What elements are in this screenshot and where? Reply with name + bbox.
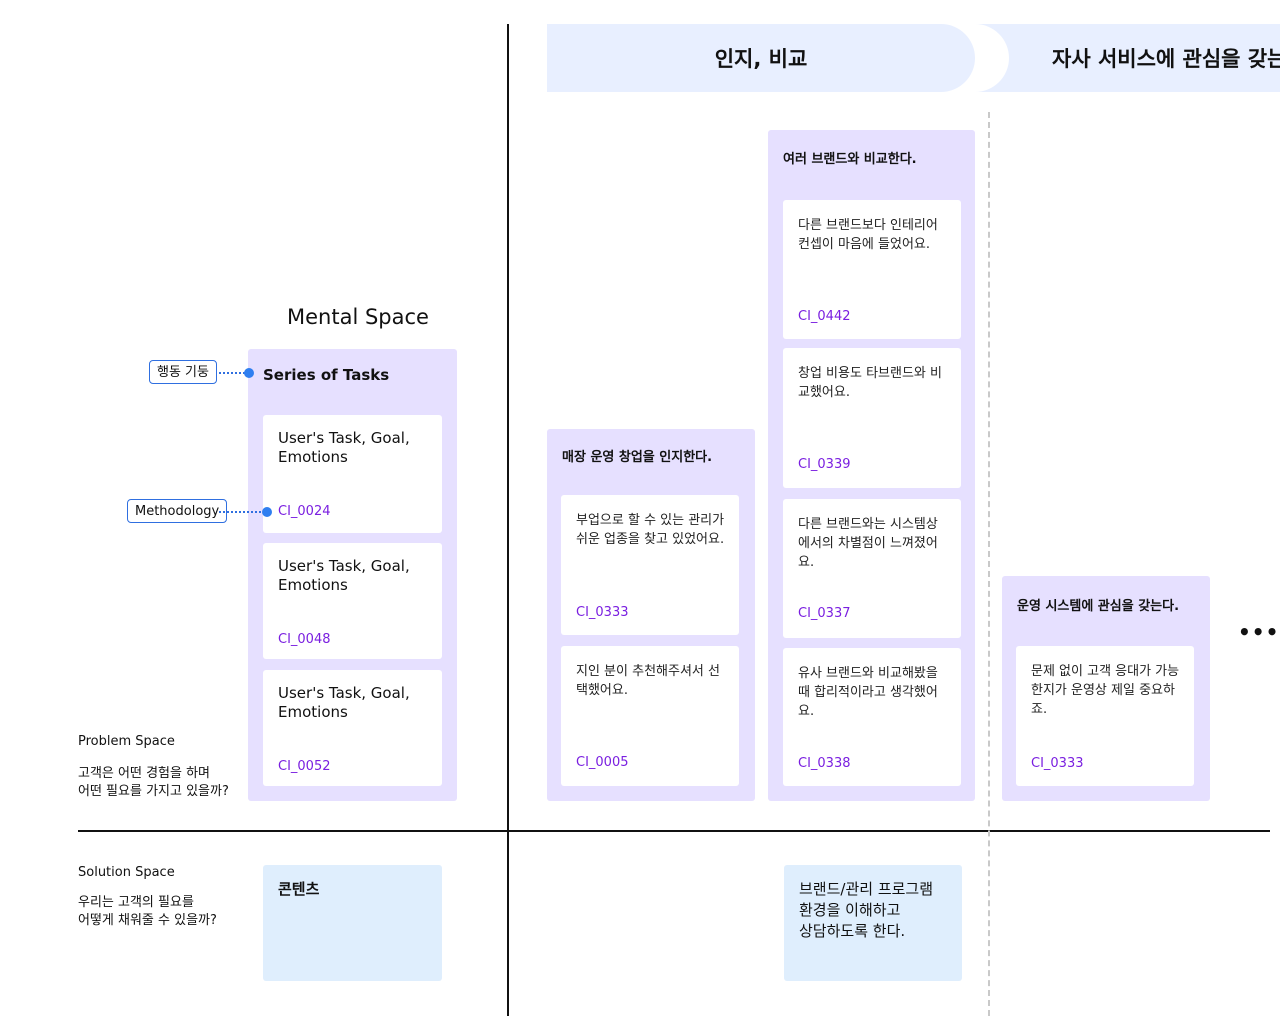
stage-notch — [975, 24, 1009, 92]
card-text: 문제 없이 고객 응대가 가능한지가 운영상 제일 중요하죠. — [1031, 664, 1180, 717]
problem-space-line: 어떤 필요를 가지고 있을까? — [78, 784, 229, 799]
card-text: 부업으로 할 수 있는 관리가 쉬운 업종을 찾고 있었어요. — [576, 513, 725, 547]
solution-space-line: 어떻게 채워줄 수 있을까? — [78, 913, 217, 928]
task-column: 운영 시스템에 관심을 갖는다. 문제 없이 고객 응대가 가능한지가 운영상 … — [1002, 576, 1210, 801]
task-column: 여러 브랜드와 비교한다. 다른 브랜드보다 인테리어 컨셉이 마음에 들었어요… — [768, 130, 975, 801]
card-text: 지인 분이 추천해주셔서 선택했어요. — [576, 664, 720, 698]
vertical-divider — [507, 24, 509, 1016]
solution-line: 상담하도록 한다. — [799, 922, 906, 940]
insight-card[interactable]: 문제 없이 고객 응대가 가능한지가 운영상 제일 중요하죠. CI_0333 — [1016, 646, 1194, 786]
card-text: 다른 브랜드보다 인테리어 컨셉이 마음에 들었어요. — [798, 218, 938, 252]
connector-dot — [244, 368, 254, 378]
tag-connector — [219, 372, 249, 374]
solution-text: 콘텐츠 — [278, 880, 320, 898]
card-id: CI_0338 — [798, 756, 851, 771]
card-id: CI_0337 — [798, 606, 851, 621]
problem-space-desc: 고객은 어떤 경험을 하며 어떤 필요를 가지고 있을까? — [78, 765, 229, 801]
mental-space-column: Series of Tasks User's Task, Goal, Emoti… — [248, 349, 457, 801]
insight-card[interactable]: 다른 브랜드보다 인테리어 컨셉이 마음에 들었어요. CI_0442 — [783, 200, 961, 339]
stage-dashed-divider — [988, 112, 990, 1016]
stage-label: 인지, 비교 — [714, 47, 808, 71]
series-of-tasks-header: Series of Tasks — [263, 366, 390, 384]
problem-space-title: Problem Space — [78, 734, 175, 749]
card-text: 다른 브랜드와는 시스템상에서의 차별점이 느껴졌어요. — [798, 517, 938, 570]
mental-space-title: Mental Space — [287, 305, 429, 329]
tag-connector — [219, 511, 265, 513]
task-card[interactable]: User's Task, Goal, Emotions CI_0048 — [263, 543, 442, 659]
stage-label: 자사 서비스에 관심을 갖는다 — [1052, 47, 1280, 71]
solution-space-desc: 우리는 고객의 필요를 어떻게 채워줄 수 있을까? — [78, 894, 217, 930]
task-card[interactable]: User's Task, Goal, Emotions CI_0024 — [263, 415, 442, 533]
column-title: 운영 시스템에 관심을 갖는다. — [1017, 599, 1180, 614]
solution-card[interactable]: 콘텐츠 — [263, 865, 442, 981]
more-icon[interactable]: ••• — [1238, 620, 1280, 644]
insight-card[interactable]: 부업으로 할 수 있는 관리가 쉬운 업종을 찾고 있었어요. CI_0333 — [561, 495, 739, 635]
card-id: CI_0052 — [278, 759, 331, 774]
solution-space-title: Solution Space — [78, 865, 175, 880]
insight-card[interactable]: 유사 브랜드와 비교해봤을 때 합리적이라고 생각했어요. CI_0338 — [783, 648, 961, 786]
task-column: 매장 운영 창업을 인지한다. 부업으로 할 수 있는 관리가 쉬운 업종을 찾… — [547, 429, 755, 801]
card-id: CI_0333 — [1031, 756, 1084, 771]
insight-card[interactable]: 지인 분이 추천해주셔서 선택했어요. CI_0005 — [561, 646, 739, 786]
behavior-pillar-tag: 행동 기둥 — [149, 360, 217, 384]
card-text: 유사 브랜드와 비교해봤을 때 합리적이라고 생각했어요. — [798, 666, 938, 719]
solution-space-line: 우리는 고객의 필요를 — [78, 895, 194, 910]
task-card-text: User's Task, Goal, Emotions — [278, 429, 410, 466]
card-id: CI_0442 — [798, 309, 851, 324]
stage-banner-awareness: 인지, 비교 — [547, 24, 975, 92]
solution-line: 환경을 이해하고 — [799, 901, 901, 919]
methodology-tag: Methodology — [127, 499, 228, 523]
card-text: 창업 비용도 타브랜드와 비교했어요. — [798, 366, 942, 400]
card-id: CI_0333 — [576, 605, 629, 620]
task-card[interactable]: User's Task, Goal, Emotions CI_0052 — [263, 670, 442, 786]
solution-line: 브랜드/관리 프로그램 — [799, 880, 934, 898]
column-title: 매장 운영 창업을 인지한다. — [562, 450, 713, 465]
card-id: CI_0024 — [278, 504, 331, 519]
problem-space-line: 고객은 어떤 경험을 하며 — [78, 766, 210, 781]
task-card-text: User's Task, Goal, Emotions — [278, 684, 410, 721]
card-id: CI_0005 — [576, 755, 629, 770]
insight-card[interactable]: 다른 브랜드와는 시스템상에서의 차별점이 느껴졌어요. CI_0337 — [783, 499, 961, 638]
column-title: 여러 브랜드와 비교한다. — [783, 152, 917, 167]
card-id: CI_0339 — [798, 457, 851, 472]
insight-card[interactable]: 창업 비용도 타브랜드와 비교했어요. CI_0339 — [783, 348, 961, 488]
horizontal-divider — [78, 830, 1270, 832]
solution-card[interactable]: 브랜드/관리 프로그램 환경을 이해하고 상담하도록 한다. — [784, 865, 962, 981]
card-id: CI_0048 — [278, 632, 331, 647]
solution-text: 브랜드/관리 프로그램 환경을 이해하고 상담하도록 한다. — [799, 879, 933, 942]
stage-banner-interest: 자사 서비스에 관심을 갖는다 — [975, 24, 1280, 92]
task-card-text: User's Task, Goal, Emotions — [278, 557, 410, 594]
connector-dot — [262, 507, 272, 517]
